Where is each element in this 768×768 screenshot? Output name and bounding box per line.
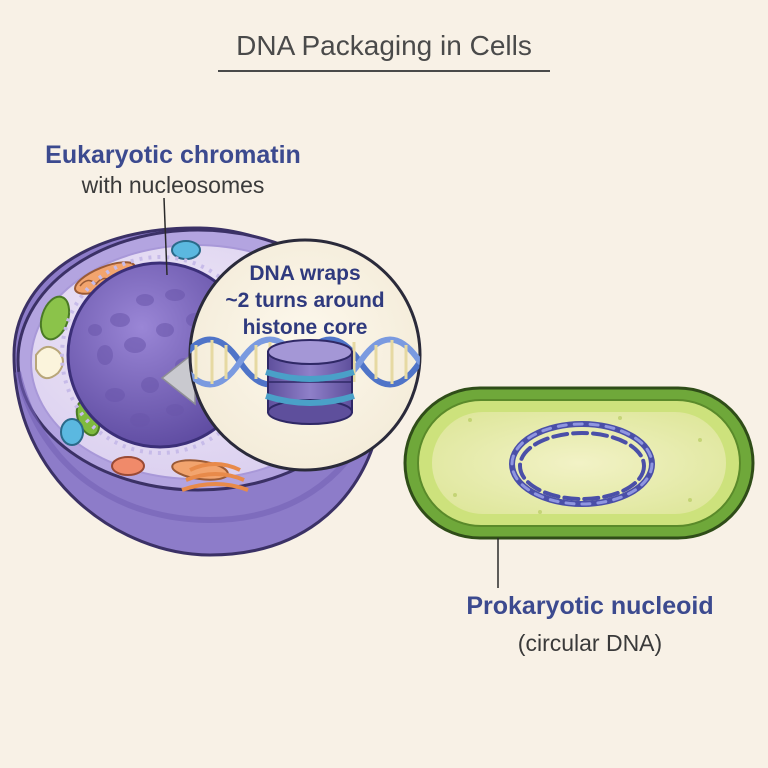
inset-line-3: histone core: [242, 316, 368, 339]
eukaryote-label: Eukaryotic chromatin: [45, 141, 301, 169]
diagram-title: DNA Packaging in Cells: [218, 30, 550, 72]
prokaryotic-cell: [403, 386, 755, 540]
bacterium-cytoplasm: [432, 412, 726, 514]
dna-wrap: [265, 369, 355, 406]
vesicles: [35, 240, 201, 446]
prokaryote-label: Prokaryotic nucleoid: [466, 592, 714, 620]
golgi: [181, 462, 249, 492]
eukaryote-sublabel: with nucleosomes: [81, 172, 265, 198]
inset-line-1: DNA wraps: [249, 262, 361, 285]
eukaryote-leader-line: [163, 197, 168, 276]
inset-line-2: ~2 turns around: [225, 289, 385, 312]
circular-dna: [509, 421, 655, 507]
nucleosome-inset: [188, 238, 422, 472]
prokaryote-sublabel: (circular DNA): [517, 630, 663, 656]
